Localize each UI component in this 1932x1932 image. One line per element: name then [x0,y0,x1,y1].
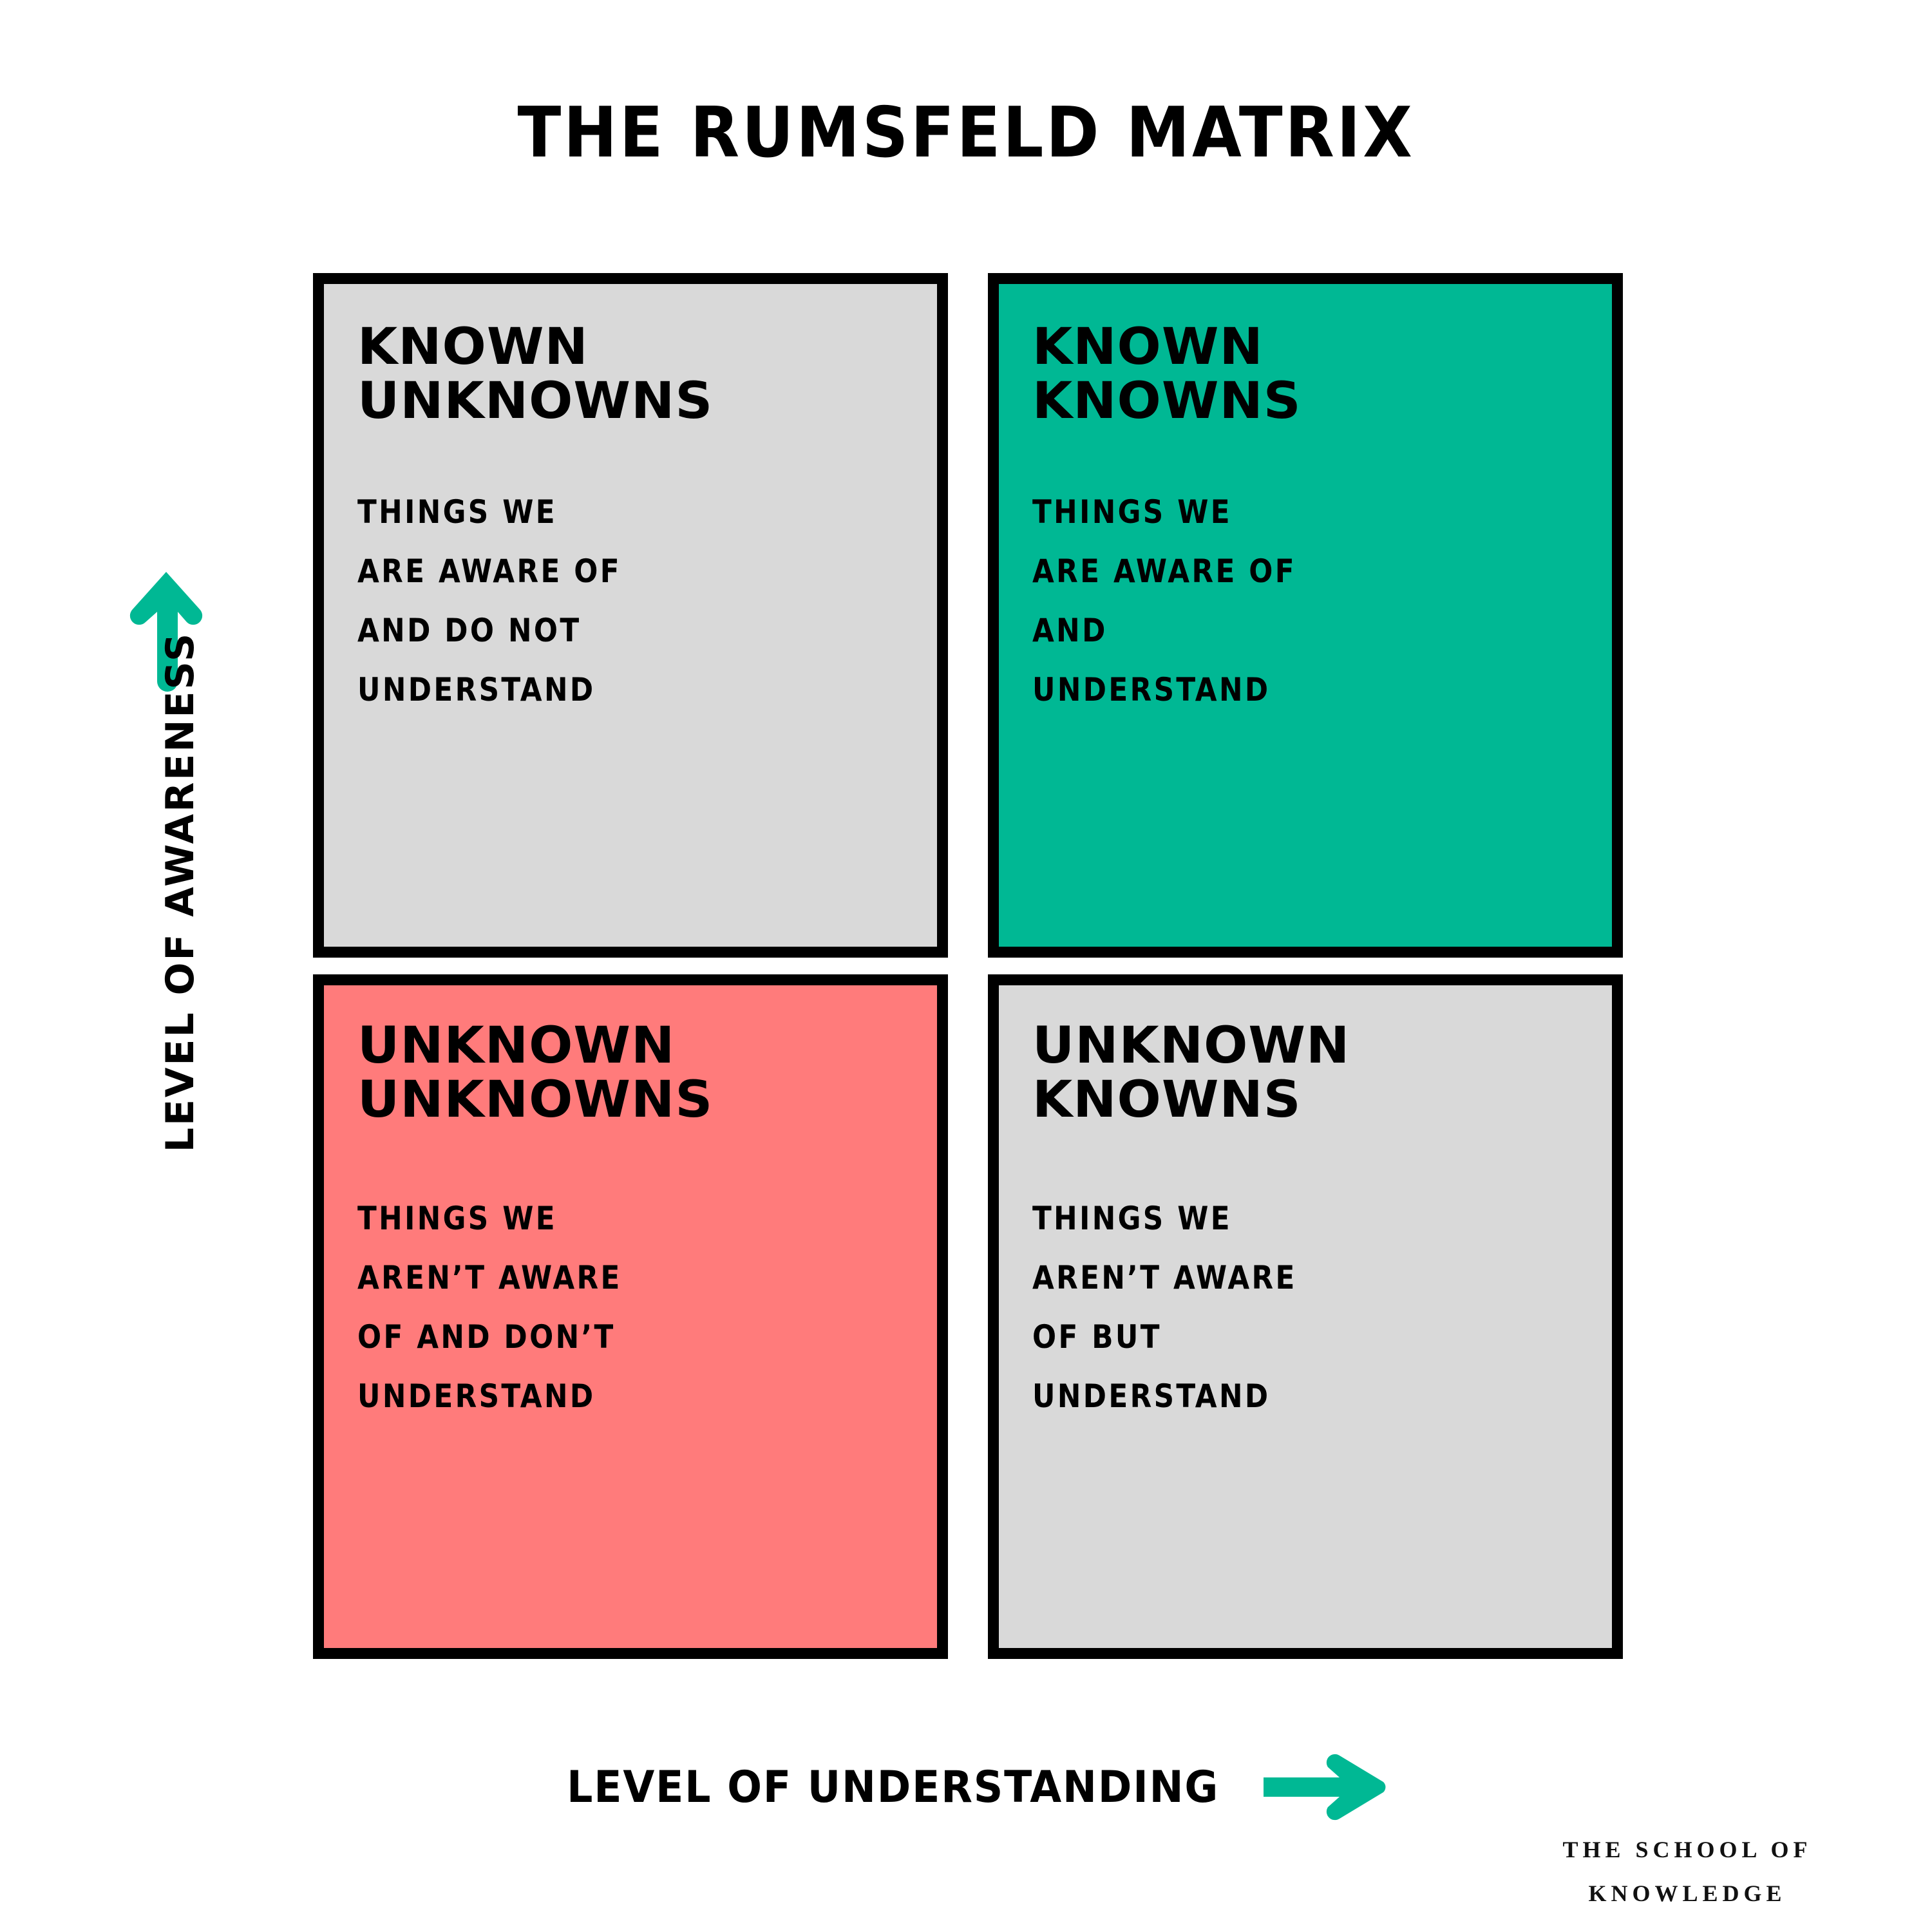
x-axis: LEVEL OF UNDERSTANDING [386,1739,1546,1835]
rumsfeld-matrix-grid: KNOWN UNKNOWNS THINGS WE ARE AWARE OF AN… [313,273,1623,1659]
quadrant-body: THINGS WE AREN’T AWARE OF AND DON’T UNDE… [357,1200,622,1415]
y-axis: LEVEL OF AWARENESS [97,567,245,1443]
arrow-right-icon [1263,1754,1386,1821]
quadrant-body: THINGS WE AREN’T AWARE OF BUT UNDERSTAND [1032,1200,1297,1415]
quadrant-body: THINGS WE ARE AWARE OF AND UNDERSTAND [1032,493,1296,708]
quadrant-known-knowns[interactable]: KNOWN KNOWNS THINGS WE ARE AWARE OF AND … [988,273,1623,958]
arrow-up-icon [129,572,203,692]
quadrant-known-unknowns[interactable]: KNOWN UNKNOWNS THINGS WE ARE AWARE OF AN… [313,273,948,958]
x-axis-label: LEVEL OF UNDERSTANDING [567,1761,1220,1813]
quadrant-heading: KNOWN KNOWNS [1032,318,1302,430]
brand-wordmark: THE SCHOOL OF KNOWLEDGE [1481,1828,1893,1915]
quadrant-unknown-unknowns[interactable]: UNKNOWN UNKNOWNS THINGS WE AREN’T AWARE … [313,974,948,1659]
y-axis-label: LEVEL OF AWARENESS [158,631,203,1153]
page-title: THE RUMSFELD MATRIX [517,93,1415,173]
brand-line-2: KNOWLEDGE [1588,1880,1786,1906]
quadrant-body: THINGS WE ARE AWARE OF AND DO NOT UNDERS… [357,493,621,708]
quadrant-heading: UNKNOWN KNOWNS [1032,1017,1350,1129]
quadrant-unknown-knowns[interactable]: UNKNOWN KNOWNS THINGS WE AREN’T AWARE OF… [988,974,1623,1659]
quadrant-heading: KNOWN UNKNOWNS [357,318,714,430]
brand-line-1: THE SCHOOL OF [1562,1837,1812,1862]
quadrant-heading: UNKNOWN UNKNOWNS [357,1017,714,1129]
